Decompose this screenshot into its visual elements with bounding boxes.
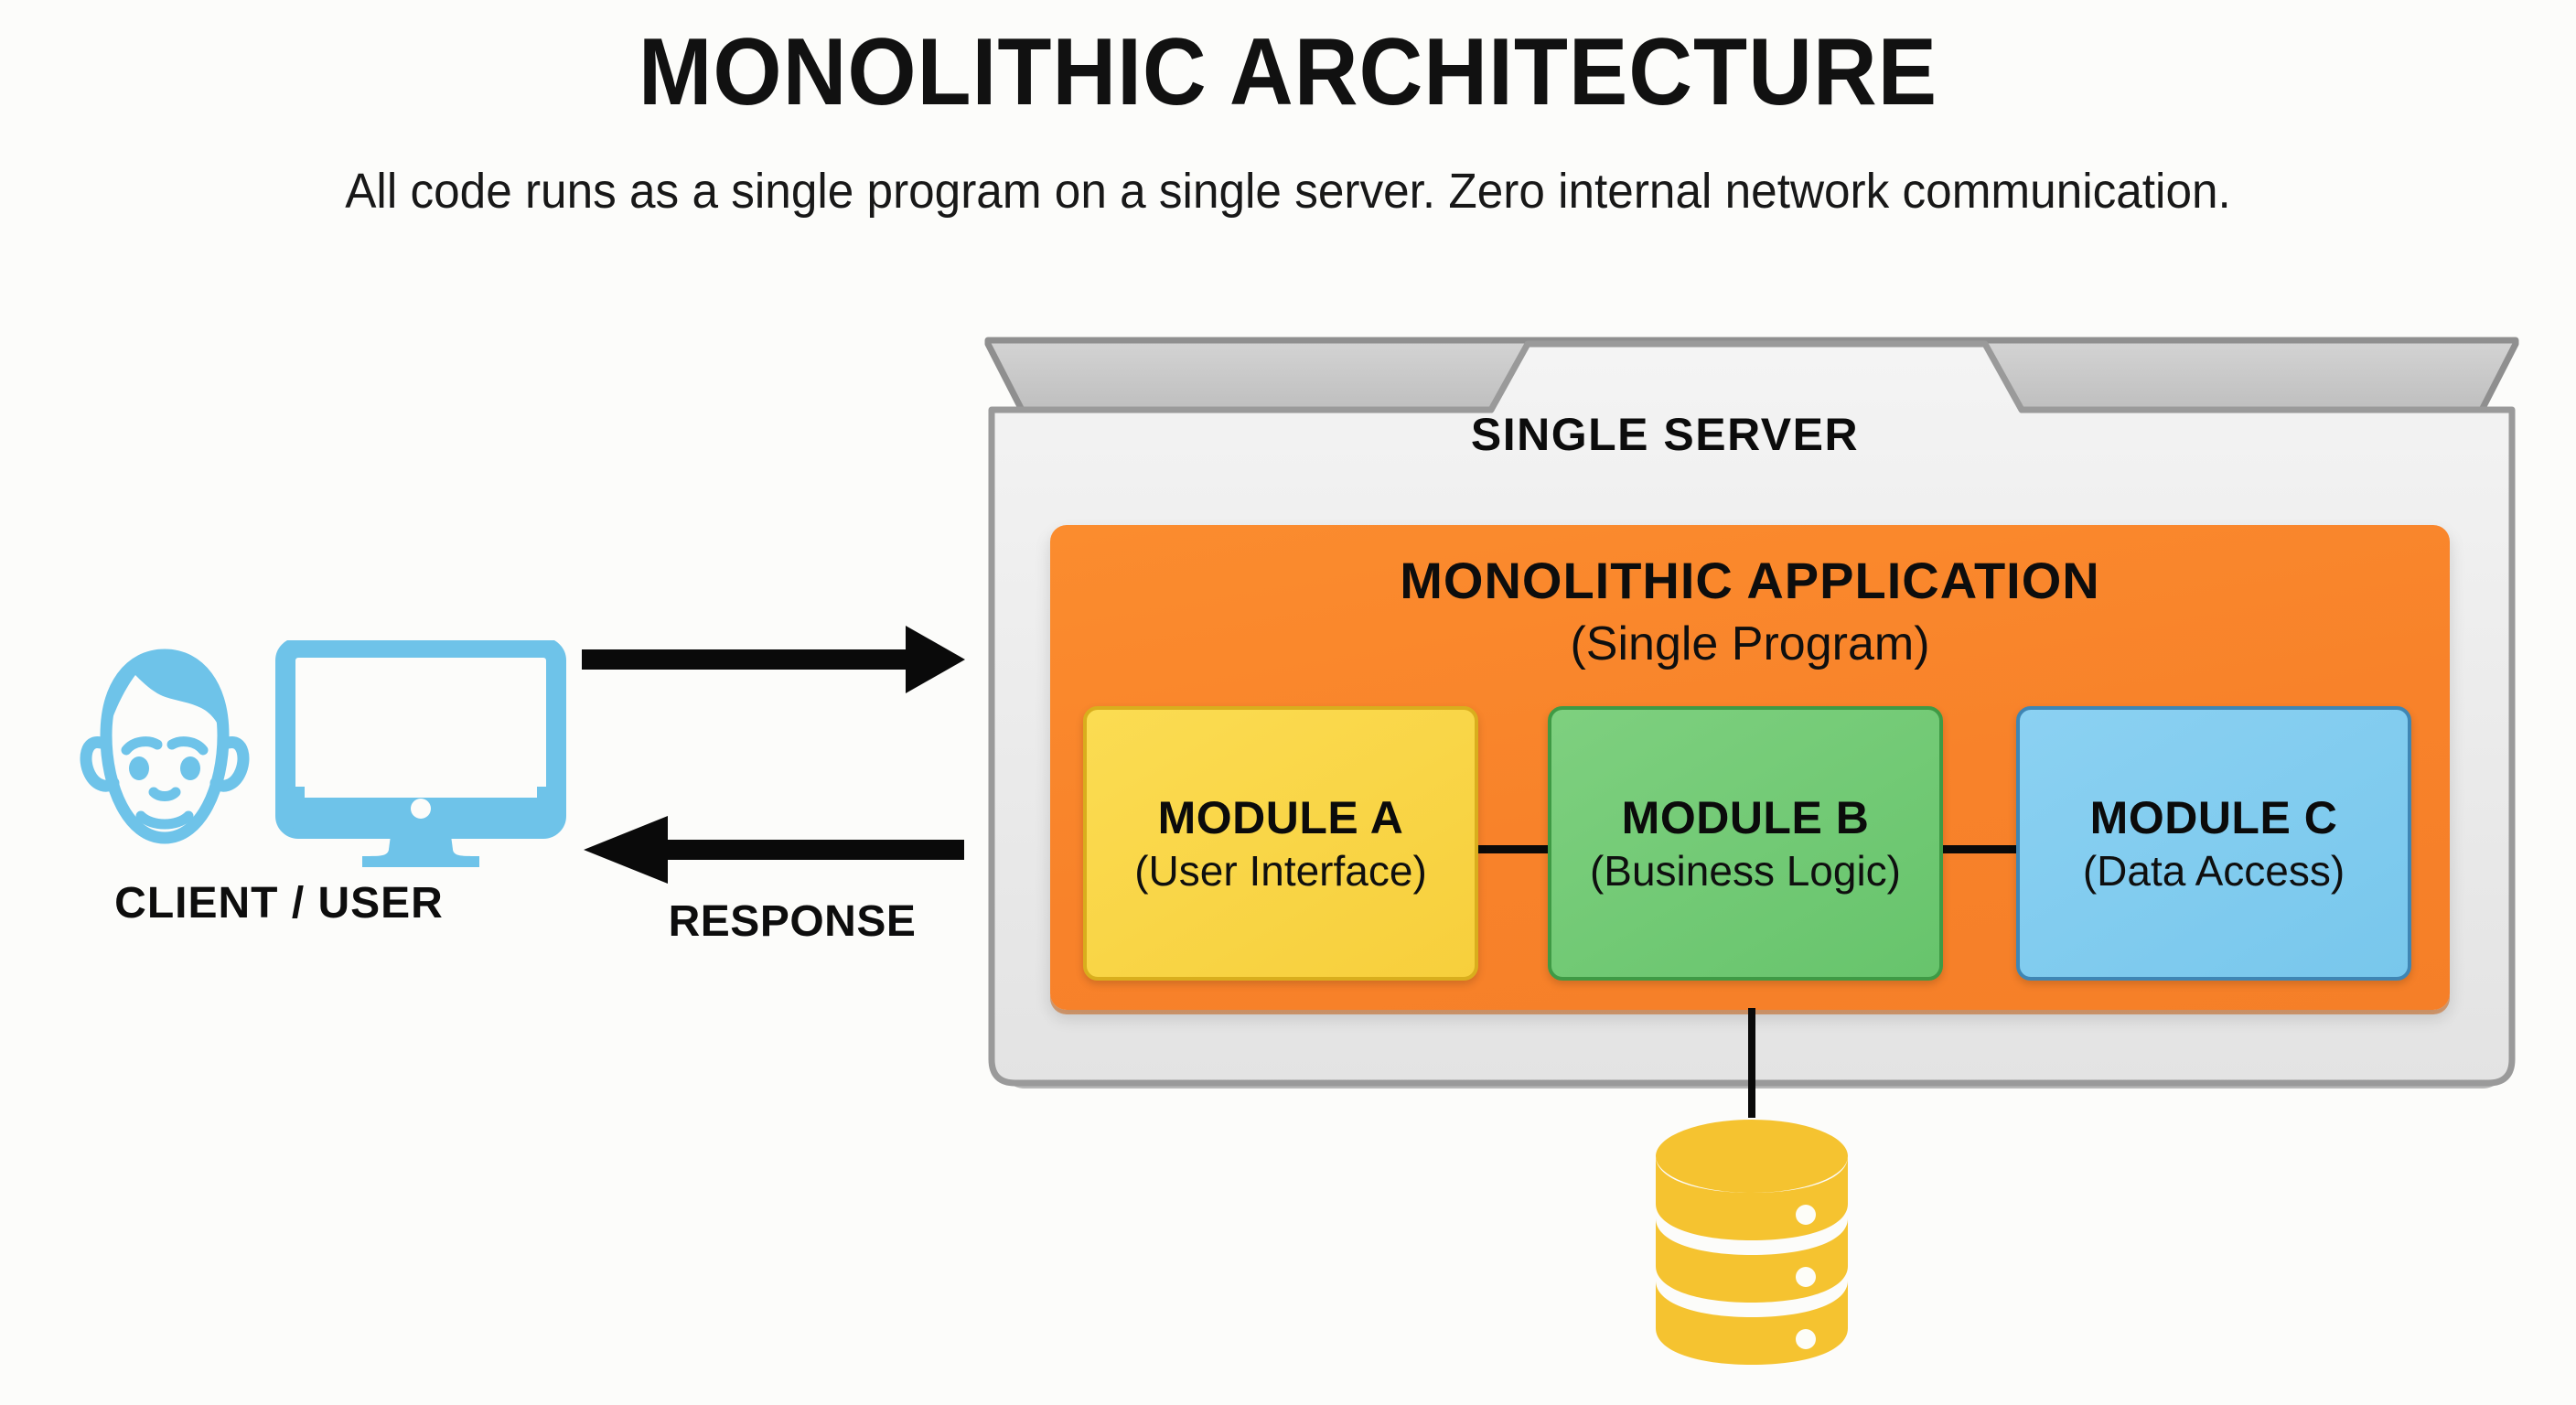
module-a-role: (User Interface): [1134, 847, 1427, 896]
page-subtitle: All code runs as a single program on a s…: [345, 164, 2231, 219]
module-b-name: MODULE B: [1621, 791, 1870, 843]
database-cylinder-icon: [1637, 1098, 1866, 1377]
database-connector-line: [1748, 1008, 1755, 1118]
client-user-label: CLIENT / USER: [114, 879, 444, 928]
module-card-b[interactable]: MODULE B (Business Logic): [1548, 706, 1943, 981]
flow-arrows-group: [549, 622, 1025, 988]
single-server-label: SINGLE SERVER: [1470, 409, 1860, 460]
module-card-a[interactable]: MODULE A (User Interface): [1083, 706, 1478, 981]
module-b-role: (Business Logic): [1589, 847, 1902, 896]
module-card-c[interactable]: MODULE C (Data Access): [2016, 706, 2411, 981]
user-face-icon: [73, 640, 256, 874]
desktop-monitor-icon: [274, 638, 567, 874]
module-a-name: MODULE A: [1157, 791, 1404, 843]
response-arrow: [584, 816, 964, 884]
response-label: RESPONSE: [668, 897, 917, 946]
connector-module-a-module-b: [1476, 845, 1550, 853]
monolithic-application-title: MONOLITHIC APPLICATION: [1400, 552, 2100, 609]
client-user-group: CLIENT / USER: [64, 631, 576, 942]
request-arrow: [582, 626, 965, 693]
connector-module-b-module-c: [1941, 845, 2018, 853]
module-c-role: (Data Access): [2082, 847, 2345, 896]
module-c-name: MODULE C: [2089, 791, 2338, 843]
monolithic-application-subtitle: (Single Program): [1570, 617, 1930, 670]
monolithic-application-panel: MONOLITHIC APPLICATION (Single Program) …: [1050, 525, 2450, 1010]
page-title: MONOLITHIC ARCHITECTURE: [638, 19, 1938, 125]
